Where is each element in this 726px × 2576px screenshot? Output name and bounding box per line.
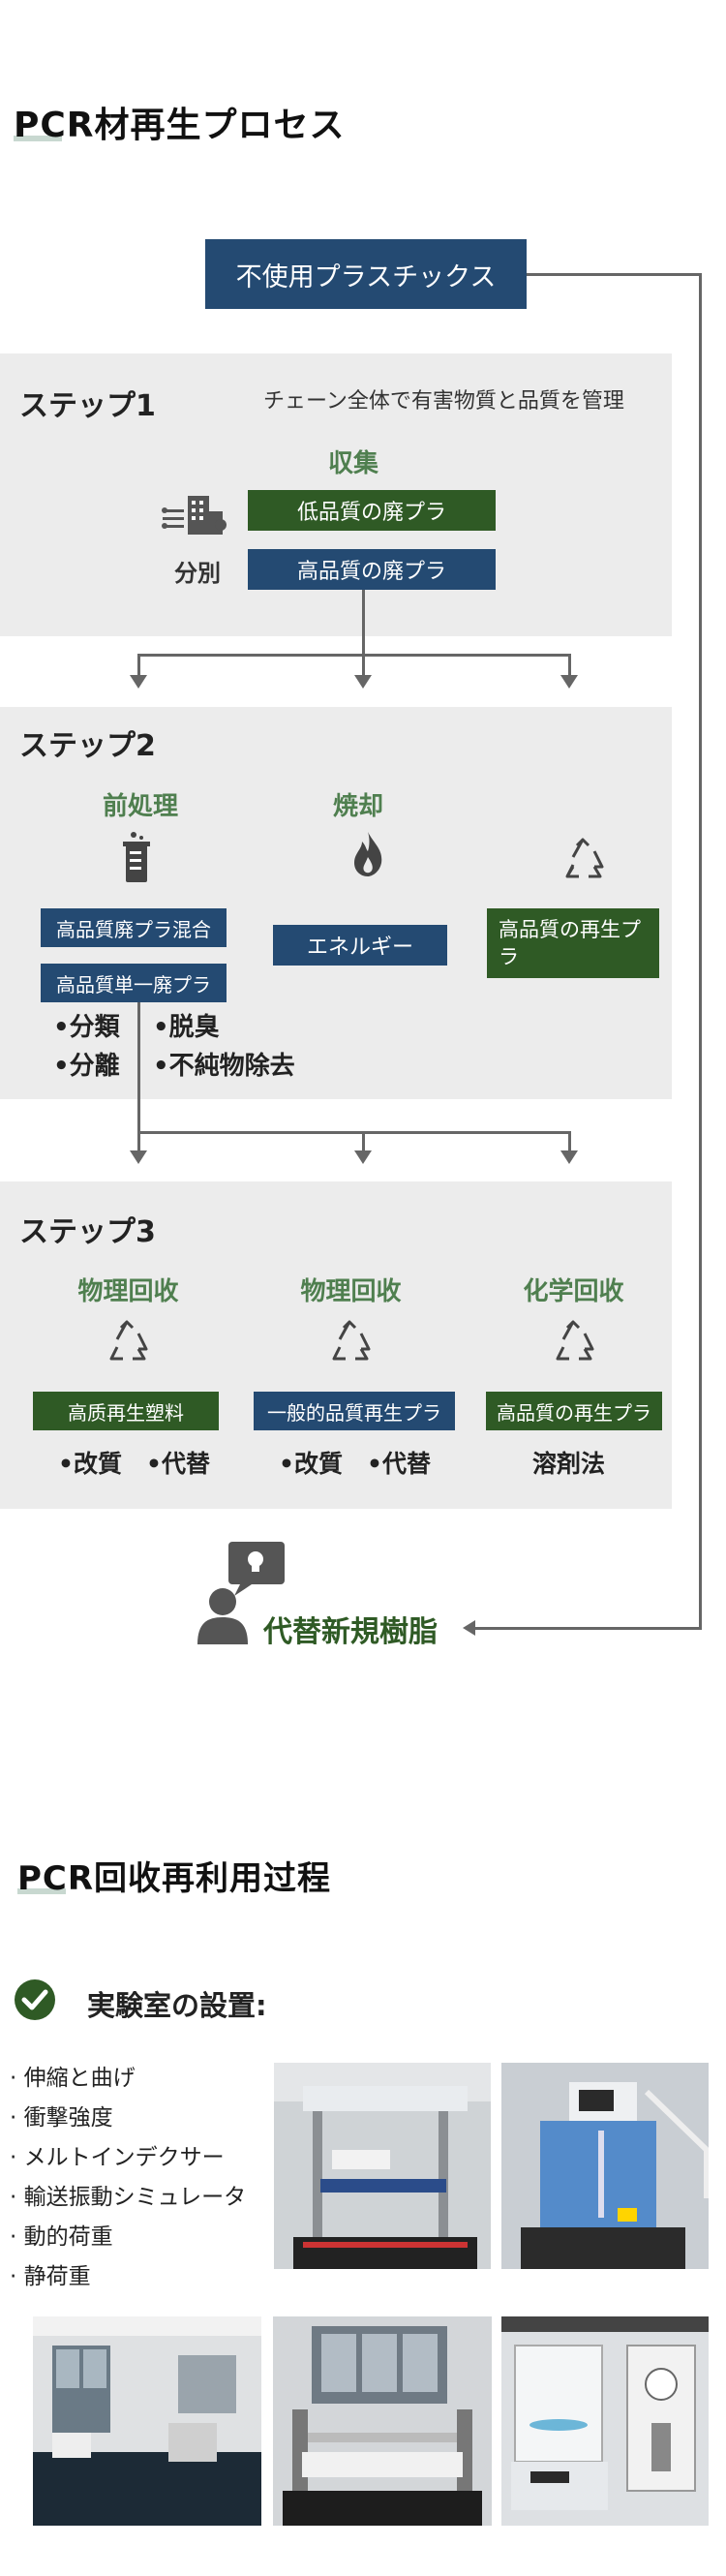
energy-box: エネルギー: [273, 925, 447, 966]
connector-2-mid-drop: [362, 1131, 365, 1150]
impact-tester-photo: [501, 2063, 709, 2269]
col2-methods: •改質 •代替: [279, 1450, 431, 1478]
col3-methods: 溶剤法: [532, 1450, 606, 1478]
loop-line-bottom: [474, 1627, 702, 1630]
idea-person-icon: [197, 1542, 285, 1644]
recycle-process-title: PCR回收再利用过程: [17, 1859, 332, 1898]
collect-heading: 収集: [327, 449, 378, 478]
step1-note: チェーン全体で有害物質と品質を管理: [263, 389, 624, 414]
arrow-1-mid: [354, 675, 372, 689]
tensile-tester-photo: [274, 2063, 491, 2269]
bullet-classify: •分類: [53, 1013, 120, 1042]
title-underline: [14, 136, 62, 141]
pretreat-heading: 前処理: [102, 792, 178, 821]
process-title: PCR材再生プロセス: [14, 106, 346, 145]
burn-heading: 焼却: [332, 792, 383, 821]
lab-item: · 輸送振動シミュレータ: [10, 2185, 247, 2210]
recycle-icon: [556, 1320, 594, 1361]
step3-panel: [0, 1181, 672, 1509]
recycle-icon: [109, 1320, 148, 1361]
col1-methods: •改質 •代替: [58, 1450, 210, 1478]
building-icon: [162, 496, 227, 535]
step2-panel: [0, 707, 672, 1099]
lab-item-list: · 伸縮と曲げ · 衝撃強度 · メルトインデクサー · 輸送振動シミュレータ …: [10, 2059, 246, 2297]
lab-room-photo: [33, 2316, 261, 2526]
lab-item: · メルトインデクサー: [10, 2145, 225, 2170]
recycle-icon: [332, 1320, 371, 1361]
lab-item: · 伸縮と曲げ: [10, 2066, 136, 2091]
chemical-recycle-heading: 化学回收: [523, 1277, 624, 1306]
compression-tester-photo: [273, 2316, 492, 2526]
arrow-2-right: [560, 1150, 578, 1164]
low-quality-waste-box: 低品質の廃プラ: [248, 490, 496, 531]
physical-recycle-heading-1: 物理回收: [77, 1277, 179, 1306]
loop-line-right: [699, 273, 702, 1629]
recycle-icon: [565, 838, 604, 878]
connector-2-horizontal: [137, 1131, 571, 1134]
high-quality-recycled-plastic-box: 高质再生塑料: [33, 1392, 219, 1430]
arrow-1-left: [130, 675, 147, 689]
balance-hardness-photo: [501, 2316, 709, 2526]
connector-1-right-drop: [568, 654, 571, 675]
arrow-2-left: [130, 1150, 147, 1164]
check-circle-icon: [15, 1979, 55, 2020]
replace-new-resin-label: 代替新規樹脂: [263, 1615, 438, 1649]
loop-line-top: [527, 273, 701, 276]
bullet-deodorize: •脱臭: [153, 1013, 220, 1042]
connector-2-vertical: [137, 1002, 140, 1133]
connector-1-horizontal: [137, 654, 571, 657]
arrow-1-right: [560, 675, 578, 689]
single-waste-box: 高品質単一廃プラ: [41, 964, 227, 1002]
recycled-plastic-box: 高品質の再生プラ: [487, 908, 659, 978]
connector-2-right-drop: [568, 1131, 571, 1150]
general-recycled-plastic-box: 一般的品質再生プラ: [254, 1392, 455, 1430]
step2-title: ステップ2: [19, 729, 156, 763]
loop-arrowhead: [463, 1620, 475, 1636]
lab-item: · 動的荷重: [10, 2224, 113, 2250]
unused-plastics-box: 不使用プラスチックス: [205, 239, 527, 309]
arrow-2-mid: [354, 1150, 372, 1164]
high-quality-waste-box: 高品質の廃プラ: [248, 549, 496, 590]
step3-title: ステップ3: [19, 1215, 156, 1249]
beaker-icon: [123, 832, 150, 882]
physical-recycle-heading-2: 物理回收: [300, 1277, 402, 1306]
connector-2-left-drop: [137, 1131, 140, 1150]
lab-item: · 衝撃強度: [10, 2105, 113, 2131]
mixed-waste-box: 高品質廃プラ混合: [41, 908, 227, 947]
bullet-remove-impurities: •不純物除去: [153, 1052, 295, 1081]
step1-title: ステップ1: [19, 389, 156, 423]
title2-underline: [17, 1888, 66, 1894]
lab-heading: 実験室の設置:: [87, 1989, 267, 2022]
fire-icon: [354, 832, 382, 876]
sort-label: 分別: [174, 560, 221, 587]
chemical-recycled-plastic-box: 高品質の再生プラ: [486, 1392, 662, 1430]
connector-1-vertical: [362, 590, 365, 656]
bullet-separate: •分離: [53, 1052, 120, 1081]
lab-item: · 静荷重: [10, 2264, 91, 2289]
connector-1-left-drop: [137, 654, 140, 675]
connector-1-mid-drop: [362, 654, 365, 675]
